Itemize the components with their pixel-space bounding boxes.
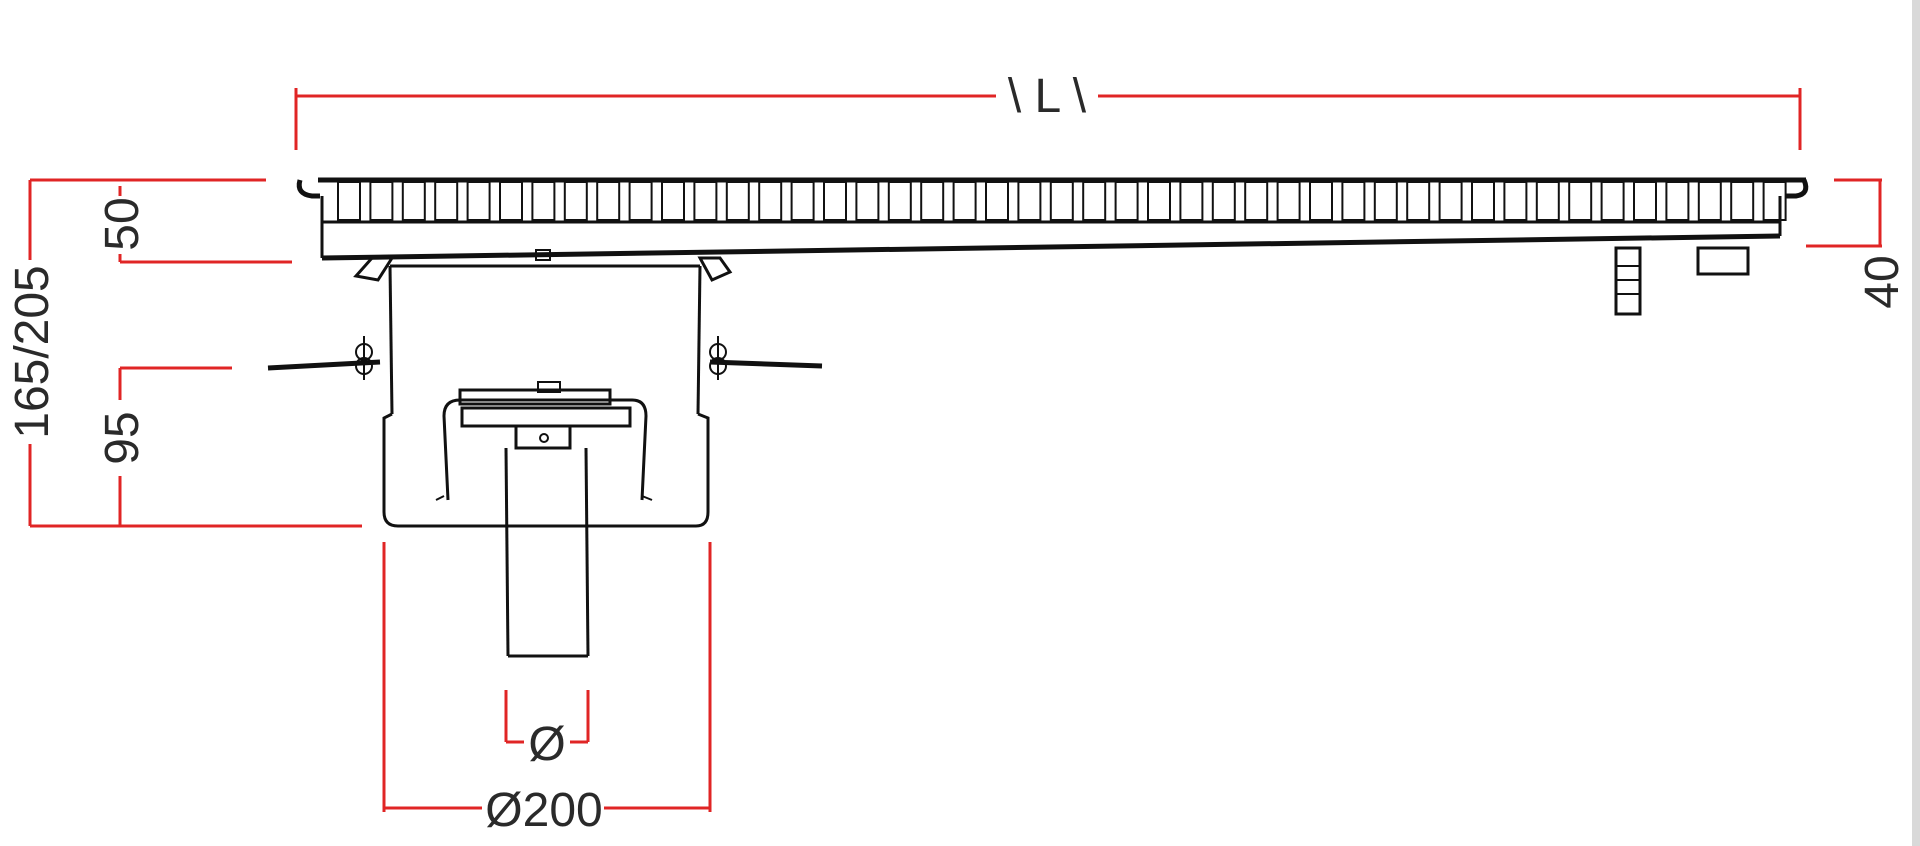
grate-slot bbox=[823, 181, 847, 221]
grate-slot bbox=[1244, 181, 1269, 221]
label-body-height: 95 bbox=[96, 411, 149, 464]
trap-lip-left bbox=[435, 495, 445, 501]
grate-slot bbox=[1503, 181, 1528, 221]
grate-slot bbox=[790, 181, 815, 221]
grate-slot bbox=[1730, 181, 1755, 221]
right-edge-bar bbox=[1912, 0, 1920, 846]
label-grate-depth: 50 bbox=[96, 197, 149, 250]
trap-bell bbox=[442, 398, 648, 501]
trap-knob bbox=[537, 381, 561, 393]
grate-slot bbox=[758, 181, 783, 221]
label-outlet-diameter: Ø bbox=[528, 718, 565, 771]
trap-plate bbox=[460, 406, 632, 428]
grate-slot bbox=[1406, 181, 1431, 221]
grate-slot bbox=[661, 181, 685, 221]
grate-bars bbox=[337, 181, 1787, 221]
membrane-right bbox=[709, 359, 823, 369]
grate-slot bbox=[596, 181, 621, 221]
trap-lid bbox=[458, 388, 612, 406]
grate-slot bbox=[887, 181, 912, 221]
grate-slot bbox=[434, 181, 459, 221]
label-total-height: 165/205 bbox=[6, 265, 59, 439]
grate-slot bbox=[1049, 181, 1074, 221]
label-flange-diameter: Ø200 bbox=[485, 784, 602, 837]
grate-slot bbox=[1147, 181, 1171, 221]
grate-slot bbox=[1568, 181, 1593, 221]
grate-slot bbox=[466, 181, 491, 221]
trap-lip-right bbox=[641, 495, 653, 501]
grate-slot bbox=[985, 181, 1009, 221]
grate-slot bbox=[1471, 181, 1495, 221]
dimension-labels: \ L \ 165/205 50 95 40 Ø Ø200 bbox=[6, 70, 1909, 837]
pipe-right bbox=[584, 447, 590, 657]
grate-slot bbox=[725, 181, 750, 221]
grate-slot bbox=[1341, 181, 1366, 221]
side-fittings bbox=[1614, 246, 1750, 316]
grate-slot bbox=[1276, 181, 1301, 221]
rim-left-curl bbox=[296, 179, 320, 199]
grate-slot bbox=[1373, 181, 1398, 221]
grate-slot bbox=[1600, 181, 1625, 221]
membrane-left bbox=[267, 359, 381, 371]
grate-slot bbox=[628, 181, 653, 221]
grate-slot bbox=[1082, 181, 1107, 221]
grate-slot bbox=[1633, 181, 1657, 221]
grate-slot bbox=[920, 181, 945, 221]
trap-clip-hole bbox=[539, 433, 549, 443]
label-side-height: 40 bbox=[1856, 255, 1909, 308]
grate-slot bbox=[337, 181, 361, 221]
side-cap bbox=[1696, 246, 1750, 276]
grate-slot bbox=[1114, 181, 1139, 221]
grate-slot bbox=[1211, 181, 1236, 221]
center-stud bbox=[535, 249, 551, 261]
grate-slot bbox=[1309, 181, 1333, 221]
dimension-lines bbox=[28, 88, 1882, 812]
channel-floor bbox=[321, 233, 1781, 261]
grate-slot bbox=[1697, 181, 1722, 221]
outlet-body bbox=[267, 249, 823, 658]
grate-slot bbox=[1179, 181, 1204, 221]
bowl bbox=[382, 412, 710, 528]
clamp-left bbox=[353, 256, 395, 282]
grate-slot bbox=[401, 181, 426, 221]
channel-body bbox=[296, 177, 1809, 261]
grate-slot bbox=[563, 181, 588, 221]
grate-slot bbox=[952, 181, 977, 221]
grate-slot bbox=[1017, 181, 1042, 221]
grate-slot bbox=[1438, 181, 1463, 221]
grate-slot bbox=[1665, 181, 1690, 221]
grate-slot bbox=[499, 181, 523, 221]
pipe-left bbox=[504, 447, 510, 657]
label-length: \ L \ bbox=[1008, 70, 1087, 123]
box-right bbox=[696, 265, 702, 415]
box-left bbox=[388, 265, 394, 415]
clamp-right bbox=[697, 256, 733, 282]
rim-right-curl bbox=[1786, 179, 1809, 199]
grate-slot bbox=[693, 181, 718, 221]
grate-slot bbox=[1535, 181, 1560, 221]
grate-slot bbox=[531, 181, 556, 221]
grate-slot bbox=[369, 181, 394, 221]
trap-clip bbox=[514, 424, 572, 450]
grate-slot bbox=[1762, 181, 1787, 221]
grate-slot bbox=[855, 181, 880, 221]
